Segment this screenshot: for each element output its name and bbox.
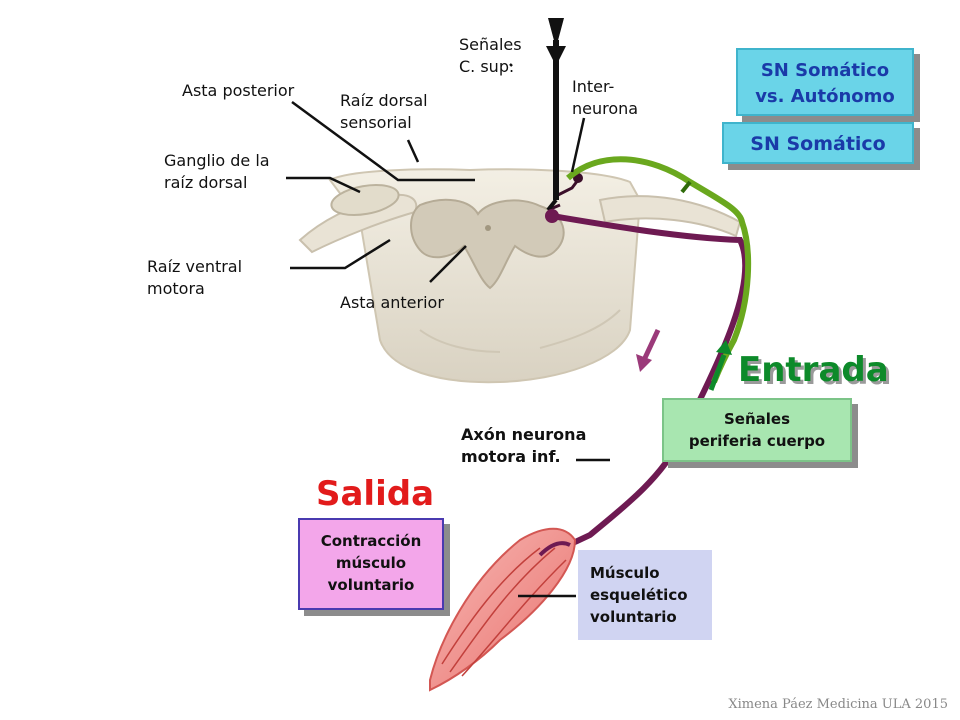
label-asta-anterior: Asta anterior xyxy=(340,293,444,312)
label-axon: Axón neurona motora inf. xyxy=(461,425,587,466)
dorsal-root-ganglion xyxy=(330,184,400,216)
entrada-arrow xyxy=(708,340,732,391)
salida-arrow xyxy=(636,328,661,372)
gray-matter xyxy=(410,198,565,290)
box-sn-somatico: SN Somático xyxy=(722,122,914,164)
skeletal-muscle xyxy=(429,527,577,692)
label-ganglio: Ganglio de la raíz dorsal xyxy=(164,151,270,192)
sensory-axon xyxy=(566,156,752,384)
spinal-cord xyxy=(298,168,742,384)
label-salida: Salida xyxy=(316,474,435,514)
leader-lines xyxy=(286,63,610,598)
label-asta-posterior: Asta posterior xyxy=(182,81,295,100)
box-senales-periferia: Señales periferia cuerpo xyxy=(662,398,852,462)
box-musculo-esqueletico: Músculo esquelético voluntario xyxy=(578,550,712,640)
label-senales-csup: Señales C. sup. xyxy=(459,35,522,76)
label-interneurona: Inter- neurona xyxy=(572,77,639,118)
label-entrada: Entrada xyxy=(738,350,889,390)
descending-arrow xyxy=(546,18,566,212)
root-right xyxy=(598,195,742,238)
label-raiz-ventral: Raíz ventral motora xyxy=(147,257,243,298)
dorsal-root-left xyxy=(298,194,418,254)
credit-text: Ximena Páez Medicina ULA 2015 xyxy=(728,697,948,712)
label-raiz-dorsal: Raíz dorsal sensorial xyxy=(340,91,428,132)
box-sn-somatico-vs-autonomo: SN Somático vs. Autónomo xyxy=(736,48,914,116)
motor-axon xyxy=(539,213,749,558)
box-contraccion: Contracción músculo voluntario xyxy=(298,518,444,610)
